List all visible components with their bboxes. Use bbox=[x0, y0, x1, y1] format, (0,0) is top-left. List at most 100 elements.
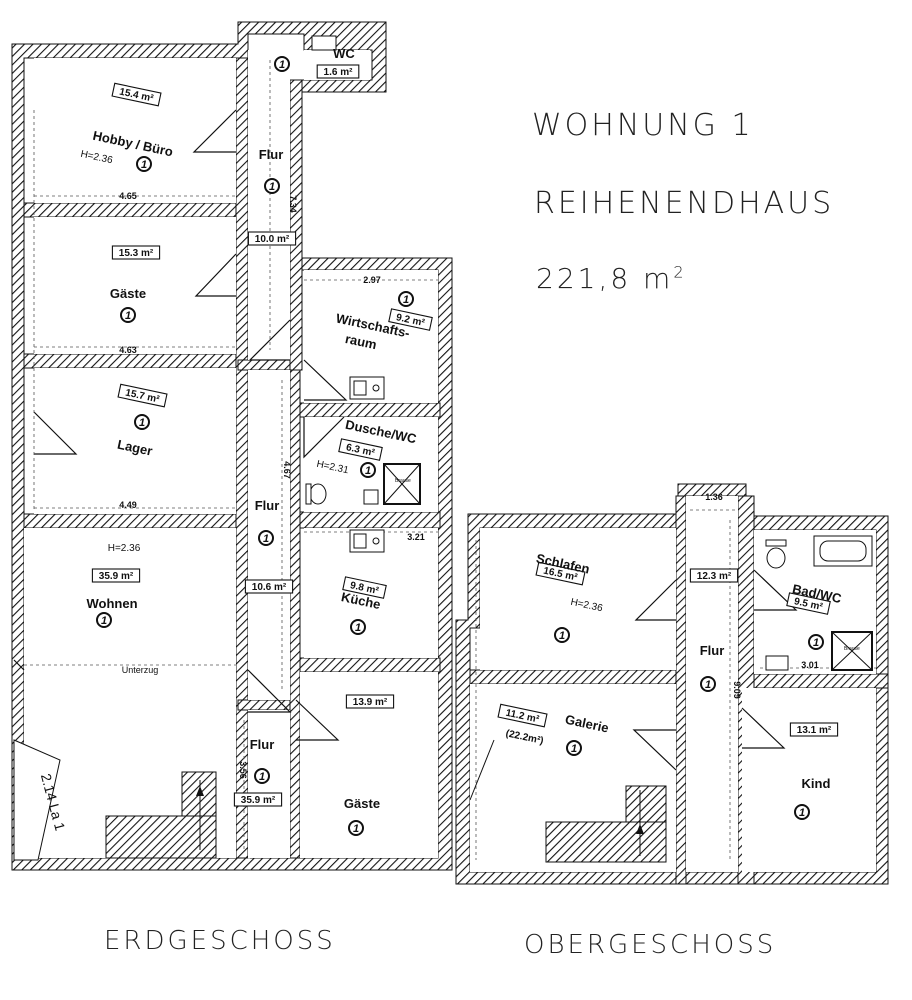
wc-marker: 1 bbox=[274, 56, 290, 72]
wall-lager-wohnen bbox=[23, 513, 239, 529]
flur4-name: Flur bbox=[700, 643, 725, 658]
galerie-marker-ring bbox=[566, 740, 582, 756]
kind-name: Kind bbox=[802, 776, 831, 791]
door-flur bbox=[248, 319, 291, 361]
door-gaeste1 bbox=[194, 253, 237, 297]
door-schlafen bbox=[634, 579, 677, 621]
wc-area: 1.6 m² bbox=[324, 67, 354, 78]
wirtschaft-marker-ring bbox=[398, 291, 414, 307]
gaeste1-marker-ring bbox=[120, 307, 136, 323]
galerie-marker: 1 bbox=[566, 740, 582, 756]
galerie-railing bbox=[469, 739, 495, 801]
title-reihenendhaus: REIHENENDHAUS bbox=[534, 186, 835, 221]
upper-staircase bbox=[545, 785, 667, 863]
dusche-marker: 1 bbox=[360, 462, 376, 478]
hobby-marker: 1 bbox=[136, 156, 152, 172]
galerie-marker-number: 1 bbox=[571, 743, 577, 755]
ground-floor-plan: 2.14 La 1 Brause bbox=[11, 21, 453, 871]
door-wohnen bbox=[13, 659, 25, 671]
wc-area-frame bbox=[316, 64, 360, 79]
wc-name: WC bbox=[333, 46, 355, 61]
bathtub-icon bbox=[813, 535, 873, 567]
bad-area-box: 9.5 m² bbox=[786, 592, 831, 615]
laundry-sink-icon bbox=[349, 376, 385, 400]
dusche-marker-ring bbox=[360, 462, 376, 478]
flur2-dimension: 4.67 bbox=[282, 461, 292, 479]
flur1-name: Flur bbox=[259, 147, 284, 162]
gaeste2-name: Gäste bbox=[344, 796, 380, 811]
kind-marker-ring bbox=[794, 804, 810, 820]
flur2-name: Flur bbox=[255, 498, 280, 513]
bad-washbasin-icon bbox=[765, 655, 789, 671]
wc-marker-ring bbox=[274, 56, 290, 72]
flur4-area-box: 12.3 m² bbox=[689, 568, 739, 583]
bad-toilet-icon bbox=[765, 539, 787, 569]
dusche-area-frame bbox=[338, 438, 383, 461]
bad-shower-label: Brause bbox=[844, 646, 860, 652]
flur4-area: 12.3 m² bbox=[697, 571, 732, 582]
flur1-area: 10.0 m² bbox=[255, 234, 290, 245]
kueche-area-box: 9.8 m² bbox=[342, 576, 387, 599]
wohnen-marker: 1 bbox=[96, 612, 112, 628]
upper-floor-plan: Brause bbox=[455, 483, 889, 885]
gaeste1-dimension: 4.63 bbox=[119, 345, 137, 355]
floor-label-upper: OBERGESCHOSS bbox=[524, 930, 777, 960]
hobby-area-frame bbox=[111, 82, 162, 107]
flur4-area-frame bbox=[689, 568, 739, 583]
flur3-marker-number: 1 bbox=[259, 771, 265, 783]
wall-kueche-gaeste bbox=[289, 657, 441, 673]
kind-area: 13.1 m² bbox=[797, 725, 832, 736]
wc-marker-number: 1 bbox=[279, 59, 285, 71]
dusche-marker-number: 1 bbox=[365, 465, 371, 477]
kueche-marker-number: 1 bbox=[355, 622, 361, 634]
floor-label-ground: ERDGESCHOSS bbox=[104, 926, 336, 956]
wall-flur4-left bbox=[675, 495, 687, 885]
hobby-marker-number: 1 bbox=[141, 159, 147, 171]
lager-dimension: 4.49 bbox=[119, 500, 137, 510]
wall-bad-kind bbox=[737, 673, 889, 689]
wc-toilet-icon bbox=[311, 35, 337, 51]
flur3-dimension: 3.56 bbox=[238, 761, 248, 779]
bad-marker-ring bbox=[808, 634, 824, 650]
gaeste1-marker-number: 1 bbox=[125, 310, 131, 322]
flur1-marker: 1 bbox=[264, 178, 280, 194]
lager-marker: 1 bbox=[134, 414, 150, 430]
dusche-area-box: 6.3 m² bbox=[338, 438, 383, 461]
wall-hobby-gaeste bbox=[23, 202, 239, 218]
flur2-area: 10.6 m² bbox=[252, 582, 287, 593]
kind-area-box: 13.1 m² bbox=[789, 722, 839, 737]
door-kind bbox=[741, 707, 786, 749]
flur1-dimension: 7.34 bbox=[288, 195, 298, 213]
schlafen-area-frame bbox=[535, 561, 586, 586]
flur4-dimension: 9.09 bbox=[732, 681, 742, 699]
bad-area-frame bbox=[786, 592, 831, 615]
kind-marker-number: 1 bbox=[799, 807, 805, 819]
wohnen-area: 35.9 m² bbox=[99, 571, 134, 582]
wall-dusche-kueche bbox=[299, 511, 441, 529]
total-area: 221,8 m2 bbox=[536, 262, 687, 295]
total-area-value: 221,8 m bbox=[536, 262, 674, 295]
wirtschaft-marker: 1 bbox=[398, 291, 414, 307]
gaeste2-marker-ring bbox=[348, 820, 364, 836]
lager-marker-number: 1 bbox=[139, 417, 145, 429]
wall-gaeste-lager bbox=[23, 353, 239, 369]
hobby-dimension: 4.65 bbox=[119, 191, 137, 201]
flur3-marker-ring bbox=[254, 768, 270, 784]
bad-dimension: 3.01 bbox=[801, 660, 819, 670]
toilet-icon bbox=[305, 483, 327, 505]
gaeste2-marker-number: 1 bbox=[353, 823, 359, 835]
hobby-marker-ring bbox=[136, 156, 152, 172]
wall-corridor-right bbox=[289, 79, 303, 371]
wohnen-area-box: 35.9 m² bbox=[91, 568, 141, 583]
flur4-marker: 1 bbox=[700, 676, 716, 692]
flur3-area-box: 35.9 m² bbox=[233, 792, 283, 807]
flur1-marker-ring bbox=[264, 178, 280, 194]
flur4-marker-ring bbox=[700, 676, 716, 692]
wirtschaft-name-2: raum bbox=[344, 331, 378, 352]
wall-wirtschaft-dusche bbox=[299, 402, 441, 418]
wirtschaft-marker-number: 1 bbox=[403, 294, 409, 306]
wall-corridor-left bbox=[235, 57, 249, 859]
gaeste2-area-frame bbox=[345, 694, 395, 709]
wohnen-area-frame bbox=[91, 568, 141, 583]
